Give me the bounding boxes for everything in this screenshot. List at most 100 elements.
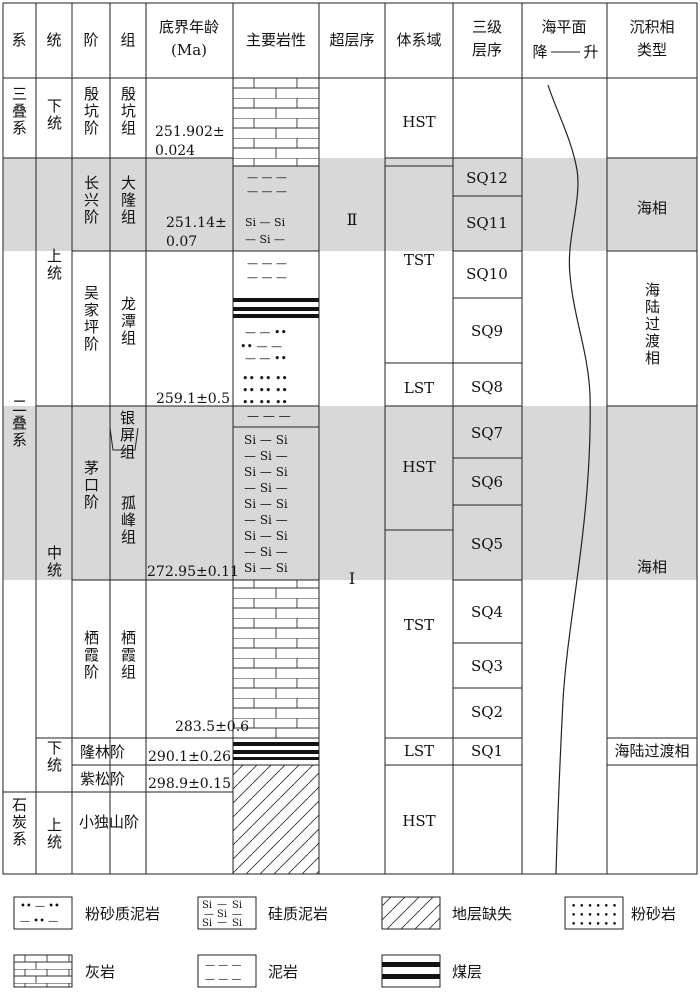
systems-tract-label: TST	[404, 251, 434, 269]
yinping-bracket	[109, 427, 139, 451]
series-permian-upper: 上统	[45, 248, 63, 282]
series-triassic-lower: 下统	[45, 98, 63, 132]
hdr-sequence-2: 层序	[472, 41, 502, 59]
sequence-label: SQ3	[471, 657, 503, 675]
formation-gufeng: 孤峰组	[119, 495, 137, 546]
svg-text:— — —: — — —	[205, 974, 241, 985]
litho-hiatus	[233, 765, 319, 874]
age-label: 251.902±	[155, 124, 225, 140]
supersequence-ii: Ⅱ	[347, 210, 358, 229]
sequence-label: SQ12	[466, 169, 508, 187]
sequence-label: SQ4	[471, 603, 503, 621]
supersequence-i: Ⅰ	[349, 569, 355, 588]
grid	[2, 2, 698, 875]
legend: •• — •• — •• — 粉砂质泥岩 Si—Si —Si— Si—Si 硅质…	[13, 896, 676, 988]
systems-tract-label: HST	[402, 113, 435, 131]
legend-label-hiatus: 地层缺失	[452, 905, 512, 923]
litho-siliceous-mudstone-maokou: — — — Si — Si — Si — Si — Si — Si — Si —…	[244, 409, 291, 575]
hdr-facies-2: 类型	[637, 41, 667, 59]
svg-text:— — ••: — — ••	[245, 326, 287, 339]
sequence-label: SQ8	[471, 378, 503, 396]
systems-tract-label: TST	[404, 616, 434, 634]
svg-text:Si — Si: Si — Si	[244, 529, 288, 543]
svg-text:— — —: — — —	[247, 185, 287, 198]
legend-label-silty-mudstone: 粉砂质泥岩	[85, 905, 160, 923]
grey-band-middle	[3, 406, 697, 580]
legend-swatch-siliceous-mudstone	[197, 896, 257, 930]
age-label: 283.5±0.6	[175, 719, 249, 735]
legend-swatch-hiatus	[381, 896, 441, 930]
litho-coal-longtan	[233, 298, 319, 318]
facies-transition-upper: 海陆过渡相	[643, 282, 661, 367]
systems-tract-label: HST	[402, 812, 435, 830]
system-permian: 二叠系	[10, 398, 28, 449]
facies-marine-upper: 海相	[637, 199, 667, 217]
svg-text:— — —: — — —	[247, 409, 291, 423]
age-label: 0.024	[155, 143, 195, 159]
age-label: 272.95±0.11	[147, 564, 239, 580]
legend-label-siliceous-mudstone: 硅质泥岩	[268, 905, 328, 923]
litho-mudstone-longtan: — — — — — —	[247, 257, 287, 284]
sequence-label: SQ7	[471, 424, 503, 442]
svg-text:Si — Si: Si — Si	[244, 465, 288, 479]
litho-limestone-qixia	[233, 580, 319, 738]
formation-yinping: 银屏组	[118, 410, 136, 461]
sequence-label: SQ10	[466, 265, 508, 283]
svg-text:— •• —: — •• —	[20, 916, 58, 927]
formation-dalong: 大隆组	[119, 175, 137, 226]
svg-text:Si: Si	[217, 909, 227, 920]
legend-label-siltstone: 粉砂岩	[631, 905, 676, 923]
legend-swatch-silty-mudstone	[13, 896, 73, 930]
hdr-sequence-1: 三级	[472, 18, 502, 36]
stage-qixia: 栖霞阶	[82, 630, 100, 681]
legend-swatch-siltstone	[564, 896, 624, 930]
svg-text:•• •• ••: •• •• ••	[242, 396, 288, 409]
svg-text:— Si —: — Si —	[244, 449, 288, 463]
svg-text:—: —	[217, 917, 227, 928]
svg-text:—: —	[232, 909, 242, 920]
hdr-formation: 组	[120, 31, 135, 49]
stage-wujiaping: 吴家坪阶	[82, 285, 100, 353]
age-label: 259.1±0.5	[156, 391, 230, 407]
svg-text:Si — Si: Si — Si	[244, 497, 288, 511]
svg-text:— — —: — — —	[247, 171, 287, 184]
stage-yinkeng: 殷坑阶	[82, 86, 100, 137]
svg-text:Si — Si: Si — Si	[244, 561, 288, 575]
hdr-facies-1: 沉积相	[629, 18, 674, 36]
svg-text:Si — Si: Si — Si	[245, 216, 286, 229]
series-permian-lower: 下统	[45, 740, 63, 774]
systems-tract-label: LST	[404, 379, 434, 397]
legend-label-coal: 煤层	[452, 963, 482, 981]
stage-longlin: 隆林阶	[80, 743, 126, 761]
age-label: 298.9±0.15	[148, 776, 231, 792]
age-label: 0.07	[166, 234, 197, 250]
litho-mudstone-siliceous-dalong: — — — — — — Si — Si — Si —	[245, 171, 287, 246]
sequence-label: SQ9	[471, 322, 503, 340]
hdr-sealevel-1: 海平面	[541, 18, 586, 36]
systems-tract-label: LST	[404, 742, 434, 760]
svg-text:— — —: — — —	[247, 271, 287, 284]
hdr-systems-tract: 体系域	[396, 31, 441, 49]
formation-longtan: 龙潭组	[119, 296, 137, 347]
sequence-label: SQ2	[471, 703, 503, 721]
litho-silty-mudstone: — — •• •• — — — — ••	[240, 326, 287, 365]
hdr-supersequence: 超层序	[329, 31, 374, 49]
age-label: 251.14±	[166, 215, 227, 231]
grey-band-upper	[3, 158, 697, 251]
formation-qixia: 栖霞组	[119, 630, 137, 681]
legend-label-mudstone: 泥岩	[268, 963, 298, 981]
svg-text:—: —	[204, 909, 214, 920]
sequence-label: SQ5	[471, 535, 503, 553]
facies-marine-middle: 海相	[637, 558, 667, 576]
svg-text:•• — —: •• — —	[240, 340, 282, 353]
stage-changxing: 长兴阶	[82, 175, 100, 226]
stage-xiaodushan: 小独山阶	[78, 813, 139, 831]
svg-text:•• •• ••: •• •• ••	[242, 384, 288, 397]
hdr-age-1: 底界年龄	[159, 18, 219, 36]
hdr-sealevel-fall: 降	[532, 43, 547, 61]
litho-limestone-top	[233, 78, 319, 166]
svg-text:— — ••: — — ••	[245, 352, 287, 365]
svg-text:•• — ••: •• — ••	[20, 901, 60, 912]
